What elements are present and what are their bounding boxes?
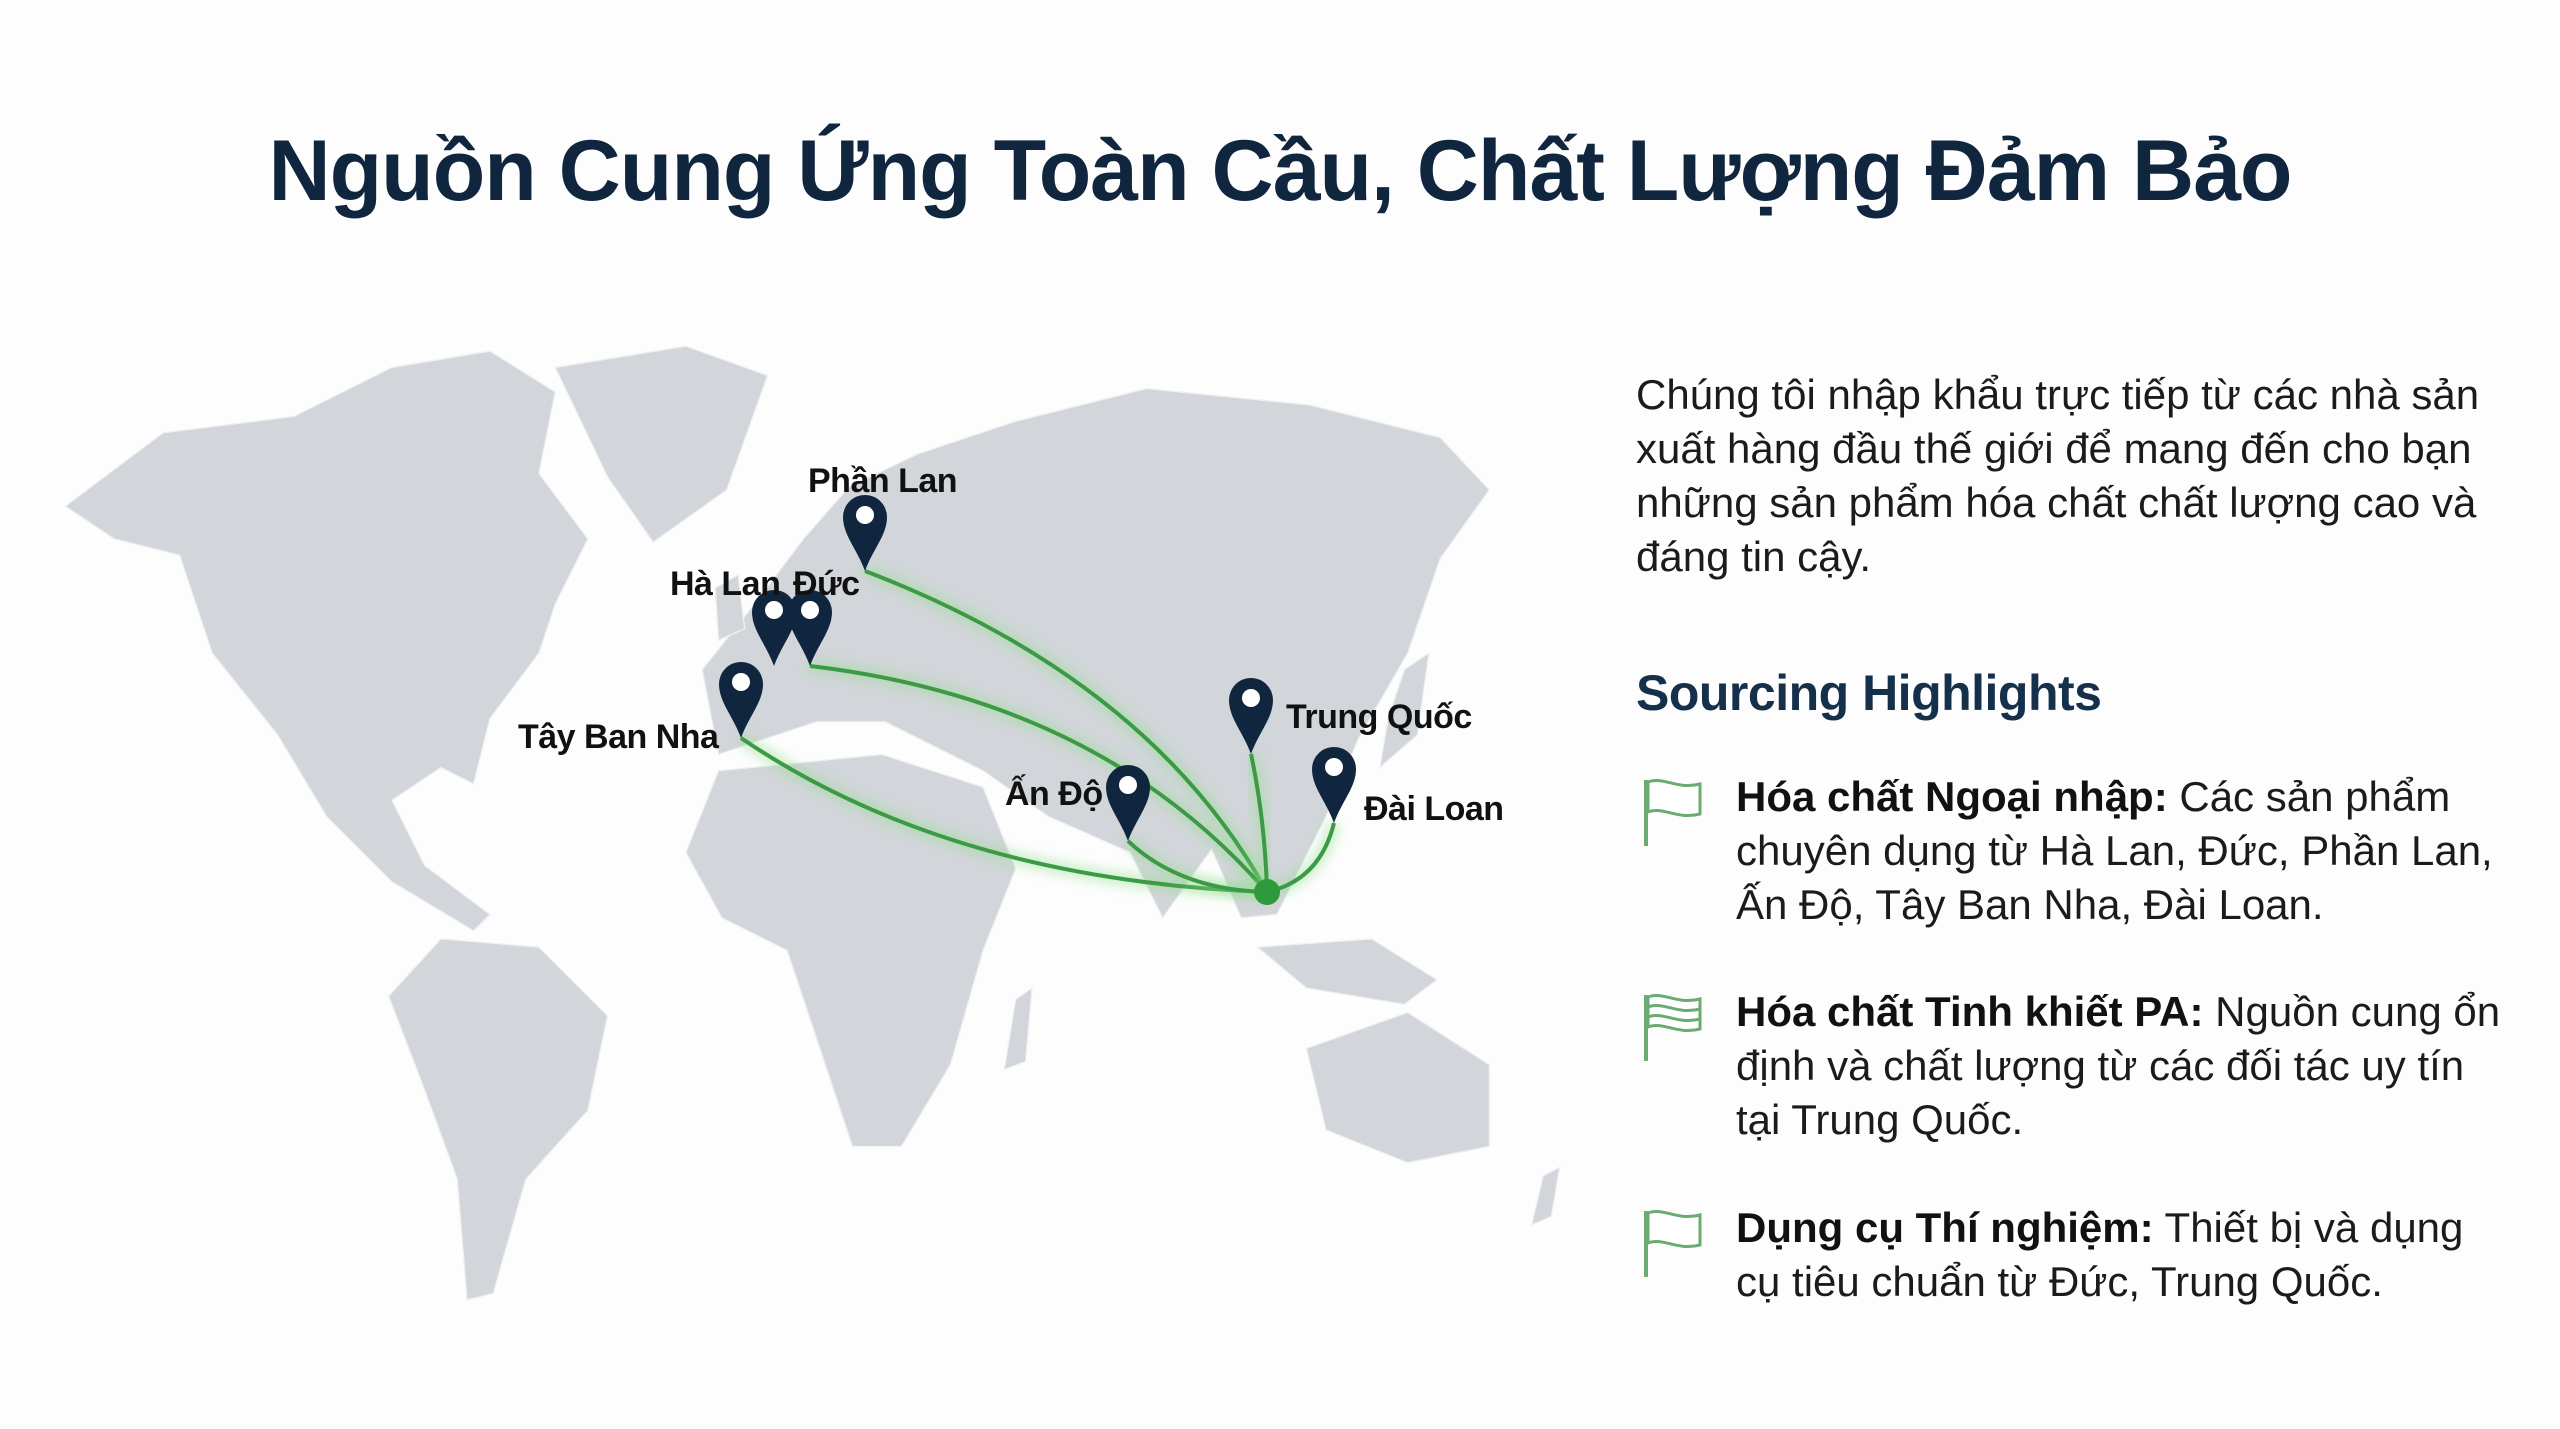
page-title: Nguồn Cung Ứng Toàn Cầu, Chất Lượng Đảm …: [268, 123, 2293, 219]
world-map: [64, 345, 1561, 1301]
map-pin-icon-trung-quoc[interactable]: [1229, 678, 1273, 754]
north-america: [64, 350, 589, 932]
highlight-title: Dụng cụ Thí nghiệm:: [1736, 1204, 2154, 1251]
pin-label-phan-lan: Phần Lan: [808, 462, 958, 500]
route-trung-quoc: [1249, 753, 1269, 893]
map-pin-icon-ha-lan[interactable]: [752, 590, 796, 666]
route-phan-lan: [864, 569, 1269, 893]
south-america: [387, 938, 609, 1301]
map-pin-icon-an-do[interactable]: [1106, 765, 1150, 841]
pin-label-ha-lan: Hà Lan: [670, 565, 781, 603]
map-pins: [719, 495, 1356, 841]
striped-flag-icon: [1644, 994, 1702, 1061]
map-pin-icon-dai-loan[interactable]: [1312, 747, 1356, 823]
highlight-title: Hóa chất Ngoại nhập:: [1736, 773, 2168, 820]
new-zealand: [1530, 1166, 1561, 1226]
japan: [1378, 651, 1430, 770]
vietnam-hub-marker: [1254, 879, 1280, 905]
southeast-asia-islands: [1255, 938, 1439, 1005]
intro-paragraph: Chúng tôi nhập khẩu trực tiếp từ các nhà…: [1636, 371, 2480, 580]
route-duc: [809, 664, 1269, 894]
pin-label-duc: Đức: [793, 565, 860, 603]
eurasia: [701, 387, 1491, 920]
highlight-text: Nguồn cung ổn định và chất lượng từ các …: [1736, 988, 2501, 1143]
sourcing-highlights-heading: Sourcing Highlights: [1636, 665, 2102, 721]
flag-icon: [1644, 779, 1702, 846]
africa: [685, 753, 1017, 1148]
route-an-do: [1126, 839, 1268, 894]
highlight-title: Hóa chất Tinh khiết PA:: [1736, 988, 2204, 1035]
greenland: [554, 345, 769, 544]
pin-label-tay-ban-nha: Tây Ban Nha: [518, 718, 719, 756]
pin-label-trung-quoc: Trung Quốc: [1286, 698, 1472, 736]
pin-label-dai-loan: Đài Loan: [1364, 790, 1504, 828]
highlight-text: Thiết bị và dụng cụ tiêu chuẩn từ Đức, T…: [1736, 1204, 2464, 1305]
highlight-text: Các sản phẩm chuyên dụng từ Hà Lan, Đức,…: [1736, 773, 2493, 928]
australia: [1305, 1011, 1490, 1164]
madagascar: [1003, 986, 1033, 1071]
map-pin-icon-duc[interactable]: [788, 590, 832, 666]
pin-label-an-do: Ấn Độ: [1005, 775, 1103, 813]
map-pin-icon-tay-ban-nha[interactable]: [719, 662, 763, 738]
map-pin-icon-phan-lan[interactable]: [843, 495, 887, 571]
flag-icon: [1644, 1210, 1702, 1277]
route-tay-ban-nha: [739, 736, 1268, 894]
uk: [714, 573, 746, 642]
